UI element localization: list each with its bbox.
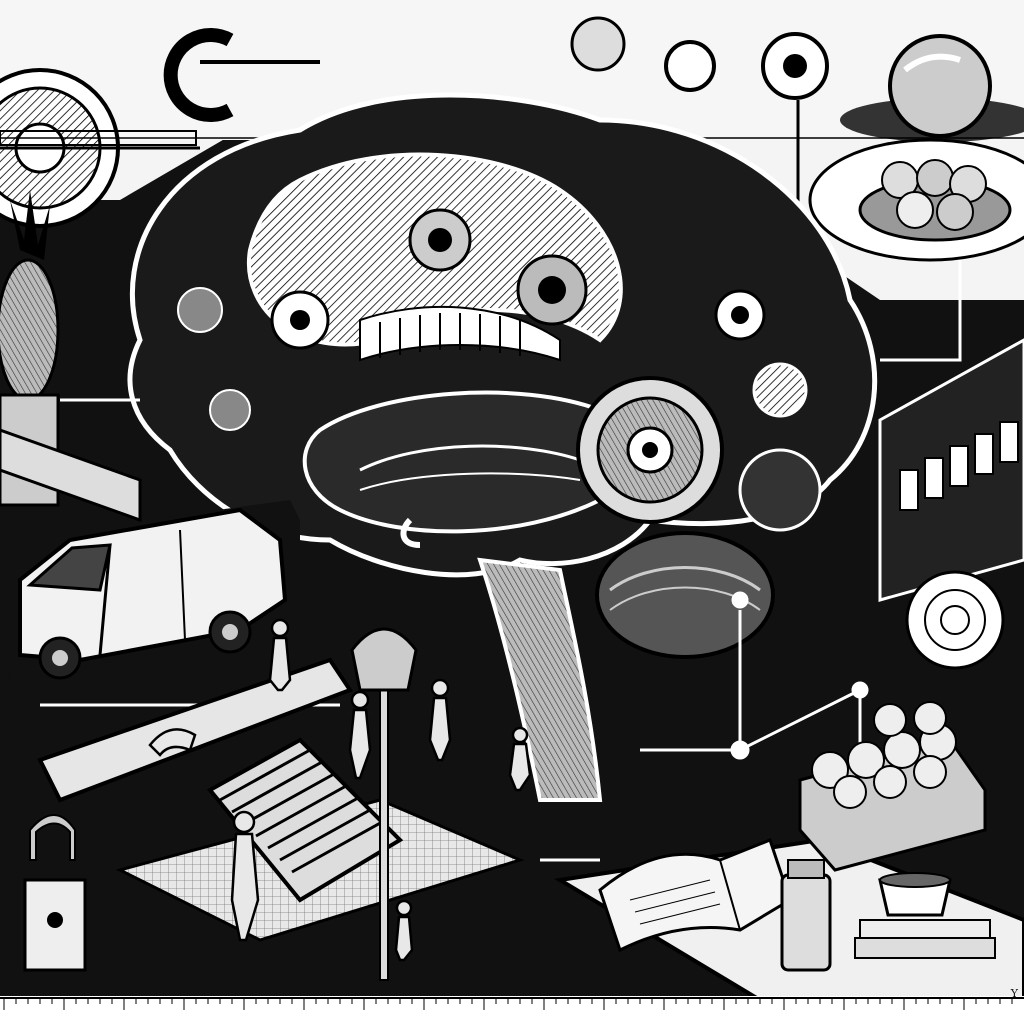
human-figures — [148, 618, 532, 962]
human-figure-icon — [268, 618, 292, 692]
gear-icon — [0, 68, 200, 228]
human-figure-icon — [428, 678, 452, 762]
artist-signature: Y — [1010, 987, 1018, 1000]
machinery-blocks — [878, 338, 1024, 670]
delivery-van-icon — [0, 500, 300, 680]
ruler-icon — [0, 996, 1024, 1024]
c-ring-icon — [163, 28, 320, 122]
dial-icon — [570, 16, 829, 210]
human-figure-icon — [394, 899, 414, 962]
signpost-icon — [350, 627, 418, 981]
fruit-crate-icon — [798, 701, 987, 872]
fruit-bowl-icon — [808, 138, 1024, 262]
human-figure-icon — [148, 728, 197, 757]
cerebellum — [595, 531, 775, 659]
brain-icon — [127, 92, 878, 802]
human-figure-icon — [348, 690, 372, 780]
human-figure-icon — [508, 726, 532, 792]
lock-icon — [23, 814, 87, 972]
jar-icon — [780, 859, 832, 972]
staircase-icon — [206, 737, 404, 903]
teacup-icon — [854, 872, 996, 959]
top-ornaments — [0, 16, 1024, 228]
sphere-icon — [840, 34, 1024, 142]
human-figure-icon — [230, 810, 260, 942]
